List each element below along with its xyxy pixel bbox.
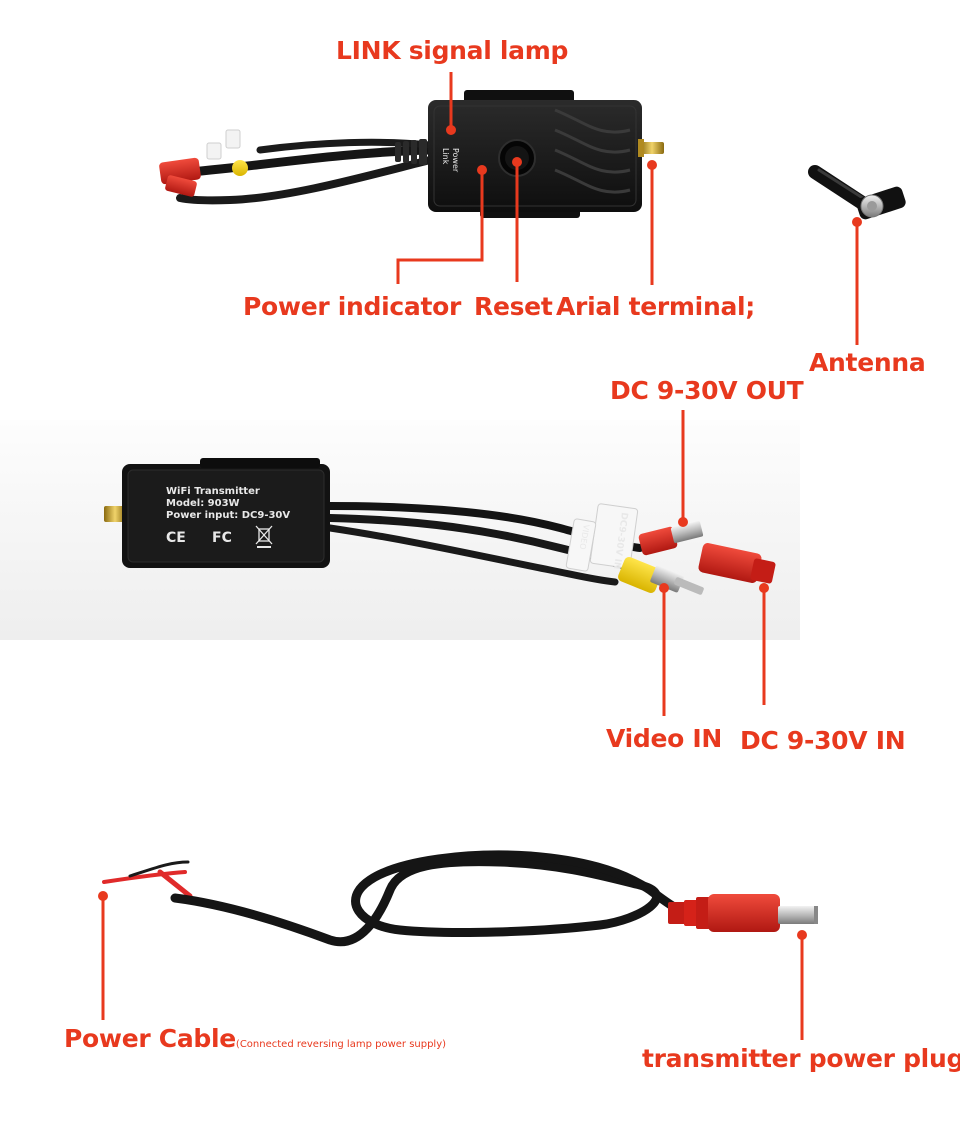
- power-cable-picture: [102, 850, 818, 947]
- cable-tag-video: VIDEO: [578, 524, 591, 551]
- callout-lines: [98, 72, 862, 1040]
- antenna-picture: [808, 165, 906, 220]
- ce-mark: CE: [166, 530, 186, 546]
- device-top-view: Power Link: [159, 90, 664, 218]
- fc-mark: FC: [212, 530, 232, 546]
- label-reset: Reset: [474, 292, 553, 321]
- label-power-cable: Power Cable(Connected reversing lamp pow…: [64, 1026, 446, 1051]
- label-video-in: Video IN: [606, 724, 723, 753]
- device-label-view: DC9-30V IN VIDEO WiFi Transmitter Model:…: [104, 458, 776, 595]
- device-label-line1: WiFi Transmitter: [166, 486, 260, 497]
- label-link-signal-lamp: LINK signal lamp: [336, 36, 569, 65]
- label-power-indicator: Power indicator: [243, 292, 462, 321]
- label-arial-terminal: Arial terminal;: [556, 292, 755, 321]
- power-cable-title: Power Cable: [64, 1024, 236, 1053]
- label-antenna: Antenna: [809, 348, 926, 377]
- device-label-line3: Power input: DC9-30V: [166, 510, 290, 521]
- device-side-text-power: Power: [451, 148, 460, 173]
- device-side-text-link: Link: [441, 148, 450, 165]
- label-transmitter-power-plug: transmitter power plug: [642, 1044, 960, 1073]
- label-dc-in: DC 9-30V IN: [740, 726, 906, 755]
- power-cable-note: (Connected reversing lamp power supply): [235, 1039, 447, 1050]
- weee-bin-icon: [255, 525, 273, 548]
- device-label-line2: Model: 903W: [166, 498, 240, 509]
- label-dc-out: DC 9-30V OUT: [610, 376, 804, 405]
